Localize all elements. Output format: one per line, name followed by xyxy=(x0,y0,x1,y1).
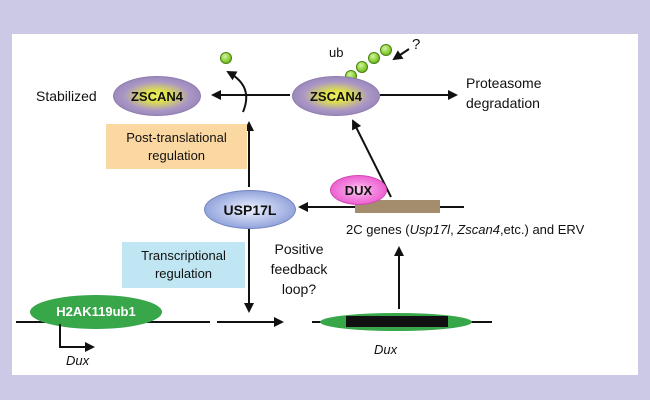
gene-usp17l: Usp17l xyxy=(409,222,451,237)
genes-prefix: 2C genes ( xyxy=(346,222,410,237)
2c-genes-label: 2C genes (Usp17l, Zscan4,etc.) and ERV xyxy=(346,222,584,237)
h2ak119ub1-label: H2AK119ub1 xyxy=(56,304,136,319)
post-translational-box: Post-translational regulation xyxy=(106,124,247,169)
ubiquitin-icon xyxy=(380,44,392,56)
feedback-loop-label: Positive feedback loop? xyxy=(252,239,346,299)
tss-arrow xyxy=(59,324,95,352)
dux-gene-label-left: Dux xyxy=(66,353,90,368)
genes-sep: , xyxy=(450,222,458,237)
proteasome-line2: degradation xyxy=(466,95,540,111)
question-mark-label: ? xyxy=(412,36,421,53)
dux-protein-label: DUX xyxy=(344,182,373,198)
h2ak119ub1-ellipse xyxy=(30,295,162,329)
ubiquitin-icon xyxy=(220,52,232,64)
genes-suffix: ,etc.) and ERV xyxy=(499,222,585,237)
proteasome-line1: Proteasome xyxy=(466,75,542,91)
ubiquitin-icon xyxy=(368,52,380,64)
transcriptional-box: Transcriptional regulation xyxy=(122,242,245,288)
dux-gene-label-right: Dux xyxy=(374,342,398,357)
post-translational-line1: Post-translational xyxy=(126,129,227,145)
feedback-line2: feedback xyxy=(270,261,328,277)
2c-gene-bar xyxy=(355,200,440,213)
zscan4-label: ZSCAN4 xyxy=(130,88,183,104)
ubiquitin-chain xyxy=(345,44,392,82)
ubiquitin-label: ub xyxy=(329,45,344,60)
feedback-line1: Positive xyxy=(274,241,324,257)
proteasome-label: Proteasome degradation xyxy=(466,73,541,113)
stabilized-label: Stabilized xyxy=(36,88,97,104)
dux-gene-body xyxy=(346,316,448,327)
usp17l-label: USP17L xyxy=(223,201,277,218)
post-translational-line2: regulation xyxy=(147,147,206,163)
zscan4-oval: ZSCAN4 xyxy=(292,76,380,116)
ubiquitin-icon xyxy=(356,61,368,73)
dux-protein-oval: DUX xyxy=(330,175,387,205)
transcriptional-line2: regulation xyxy=(154,266,213,281)
arrow-question-to-chain xyxy=(392,48,410,61)
zscan4-stabilized-oval: ZSCAN4 xyxy=(113,76,201,116)
arrow-deubiquitination xyxy=(226,71,248,113)
usp17l-oval: USP17L xyxy=(204,190,296,229)
feedback-line3: loop? xyxy=(281,281,317,297)
zscan4-label: ZSCAN4 xyxy=(309,88,362,104)
gene-zscan4: Zscan4 xyxy=(457,222,500,237)
transcriptional-line1: Transcriptional xyxy=(141,248,226,263)
